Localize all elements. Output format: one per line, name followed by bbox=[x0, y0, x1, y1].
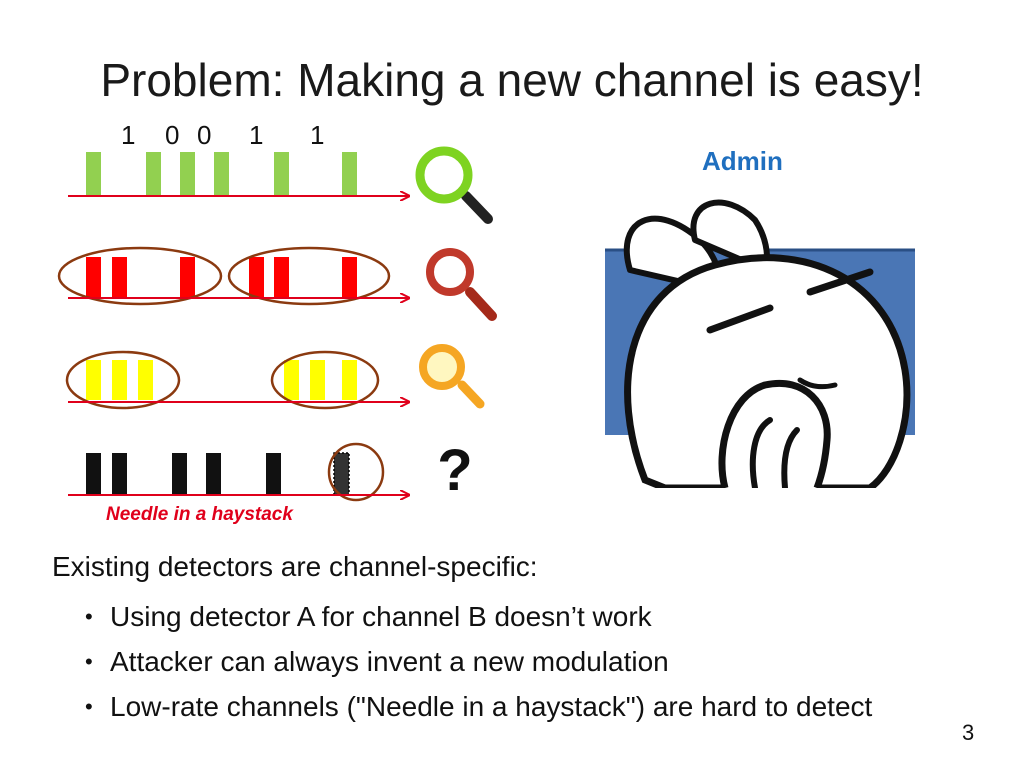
bit-label: 1 bbox=[121, 120, 136, 150]
detected-group-circle bbox=[227, 246, 391, 306]
body-text: Existing detectors are channel-specific:… bbox=[52, 548, 872, 729]
signal-pulse bbox=[249, 257, 264, 297]
signal-pulse-dotted bbox=[333, 452, 350, 496]
signal-row-black bbox=[68, 442, 408, 502]
slide-title: Problem: Making a new channel is easy! bbox=[100, 54, 924, 106]
bullet-item: • Low-rate channels ("Needle in a haysta… bbox=[52, 684, 872, 729]
bullet-item: • Using detector A for channel B doesn’t… bbox=[52, 594, 872, 639]
needle-label: Needle in a haystack bbox=[106, 504, 293, 525]
signal-pulse bbox=[112, 360, 127, 400]
bullet-text: Using detector A for channel B doesn’t w… bbox=[110, 601, 652, 632]
signal-pulse bbox=[310, 360, 325, 400]
rabbit-hand bbox=[718, 379, 831, 488]
page-number: 3 bbox=[962, 720, 975, 745]
bit-label: 0 bbox=[165, 120, 180, 150]
bullet-list: • Using detector A for channel B doesn’t… bbox=[52, 594, 872, 729]
intro-text: Existing detectors are channel-specific: bbox=[52, 551, 538, 582]
signal-pulse bbox=[172, 453, 187, 495]
admin-label: Admin bbox=[702, 146, 783, 176]
signal-pulse bbox=[86, 152, 101, 195]
signal-row-yellow bbox=[65, 350, 408, 410]
signal-pulse bbox=[284, 360, 299, 400]
signal-pulse bbox=[206, 453, 221, 495]
signal-pulse bbox=[274, 257, 289, 297]
admin-image bbox=[605, 180, 915, 488]
magnifier-green-icon bbox=[415, 146, 493, 224]
signal-pulse bbox=[180, 257, 195, 297]
signal-pulse bbox=[86, 360, 101, 400]
unknown-channel-marker: ? bbox=[437, 438, 472, 503]
magnifier-red-icon bbox=[426, 248, 497, 321]
rabbit-head bbox=[624, 254, 911, 488]
bullet-icon: • bbox=[85, 649, 93, 674]
rabbit-mouth bbox=[797, 377, 838, 390]
signal-pulse bbox=[266, 453, 281, 495]
signal-pulse bbox=[112, 257, 127, 297]
detected-group-circle bbox=[65, 350, 181, 410]
signal-pulse bbox=[274, 152, 289, 195]
signal-pulse bbox=[342, 360, 357, 400]
signal-pulse bbox=[214, 152, 229, 195]
bit-label: 0 bbox=[197, 120, 212, 150]
bullet-icon: • bbox=[85, 604, 93, 629]
signal-pulse bbox=[138, 360, 153, 400]
signal-row-red bbox=[57, 246, 408, 306]
bit-label: 1 bbox=[249, 120, 264, 150]
signal-pulse bbox=[86, 257, 101, 297]
signal-pulse bbox=[342, 152, 357, 195]
signal-pulse bbox=[180, 152, 195, 195]
signal-pulse bbox=[146, 152, 161, 195]
bullet-item: • Attacker can always invent a new modul… bbox=[52, 639, 872, 684]
rabbit-eye bbox=[806, 268, 874, 296]
detected-group-circle bbox=[270, 350, 380, 410]
signal-pulse bbox=[342, 257, 357, 297]
signal-pulse bbox=[86, 453, 101, 495]
bit-labels: 1 0 0 1 1 bbox=[0, 120, 360, 150]
detected-group-circle bbox=[327, 442, 385, 502]
rabbit-eye bbox=[706, 304, 774, 334]
detected-group-circle bbox=[57, 246, 223, 306]
signal-pulse bbox=[112, 453, 127, 495]
signal-row-green bbox=[68, 152, 408, 196]
channel-diagram: ? bbox=[57, 146, 497, 503]
bullet-icon: • bbox=[85, 694, 93, 719]
bullet-text: Low-rate channels ("Needle in a haystack… bbox=[110, 691, 873, 722]
bullet-text: Attacker can always invent a new modulat… bbox=[110, 646, 669, 677]
magnifier-yellow-icon bbox=[419, 344, 485, 409]
bit-label: 1 bbox=[310, 120, 325, 150]
